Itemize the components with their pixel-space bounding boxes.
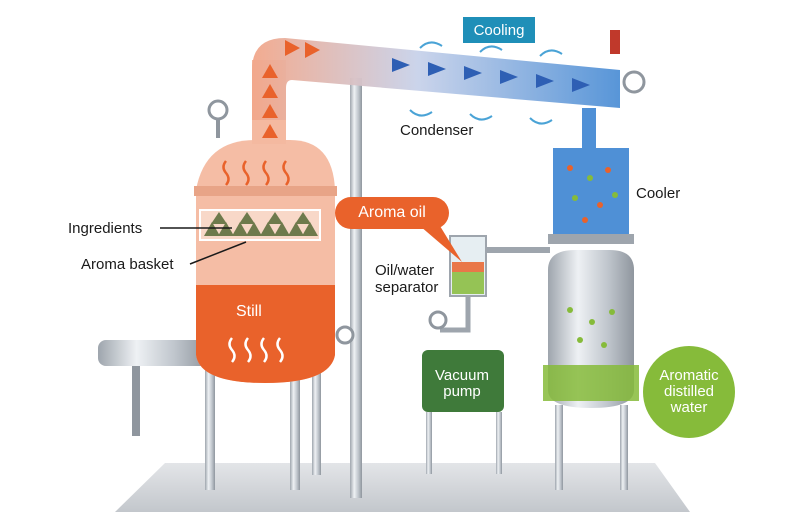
vacuum-pump-body [422, 350, 504, 412]
heater-pipe-stand [132, 366, 140, 436]
cooler-droplets [567, 165, 618, 223]
vacuum-label-line: Vacuum [435, 367, 489, 384]
condenser-label: Condenser [400, 122, 474, 139]
pressure-gauge-icon [622, 70, 646, 94]
heater-pipe [98, 340, 208, 366]
still-leg [290, 370, 300, 490]
ingredients-label: Ingredients [68, 220, 143, 237]
aromatic-distilled-water-badge: Aromatic distilled water [643, 346, 735, 438]
aroma-basket-label: Aroma basket [81, 256, 174, 273]
receiver-frame [548, 234, 634, 244]
condensate-arrows [392, 58, 590, 92]
separator-gauge-icon [428, 310, 448, 330]
cooling-tag: Cooling [463, 17, 535, 43]
vacuum-pump-leg [426, 412, 432, 474]
still-leg [312, 365, 321, 475]
vapor-pipe [252, 38, 620, 120]
oil-water-separator-label: Oil/water separator [375, 262, 438, 296]
cooling-swirls [409, 41, 563, 125]
steam-waves [222, 160, 290, 186]
water-label-line: water [670, 399, 708, 416]
heat-waves [228, 337, 284, 363]
vapor-arrows [262, 40, 320, 138]
still-leg [205, 370, 215, 490]
valve-icon [610, 30, 620, 54]
cooler-label: Cooler [636, 185, 681, 202]
aroma-basket-leader [189, 241, 247, 265]
still-lower-liquid [196, 285, 335, 383]
aroma-oil-tag: Aroma oil [335, 197, 449, 229]
water-label-line: distilled [663, 383, 715, 400]
separator-oil-layer [452, 262, 484, 272]
separator-drain-pipe [440, 296, 471, 333]
still-band [194, 186, 337, 196]
still-gauge-icon [207, 99, 229, 121]
vacuum-label-line: pump [443, 383, 481, 400]
separator-label-line: separator [375, 279, 439, 296]
cooler-top-pipe [582, 108, 596, 150]
receiver-leg [555, 405, 563, 490]
receiver-droplets [567, 307, 615, 348]
separator-water-layer [452, 272, 484, 294]
vacuum-pump-leg [496, 412, 502, 474]
water-label-line: Aromatic [659, 367, 719, 384]
aroma-oil-pointer [420, 226, 462, 262]
ingredients-pile [204, 212, 318, 236]
cooler-vessel [553, 148, 629, 234]
still-label: Still [236, 303, 262, 320]
side-gauge-icon [335, 325, 355, 345]
receiver-leg [620, 405, 628, 490]
vacuum-pump-label: Vacuum pump [425, 368, 499, 400]
receiver-aromatic-water [543, 365, 639, 401]
floor-platform [115, 463, 690, 512]
separator-label-line: Oil/water [375, 262, 435, 279]
support-column [350, 78, 362, 498]
gauge-stem [216, 118, 220, 138]
